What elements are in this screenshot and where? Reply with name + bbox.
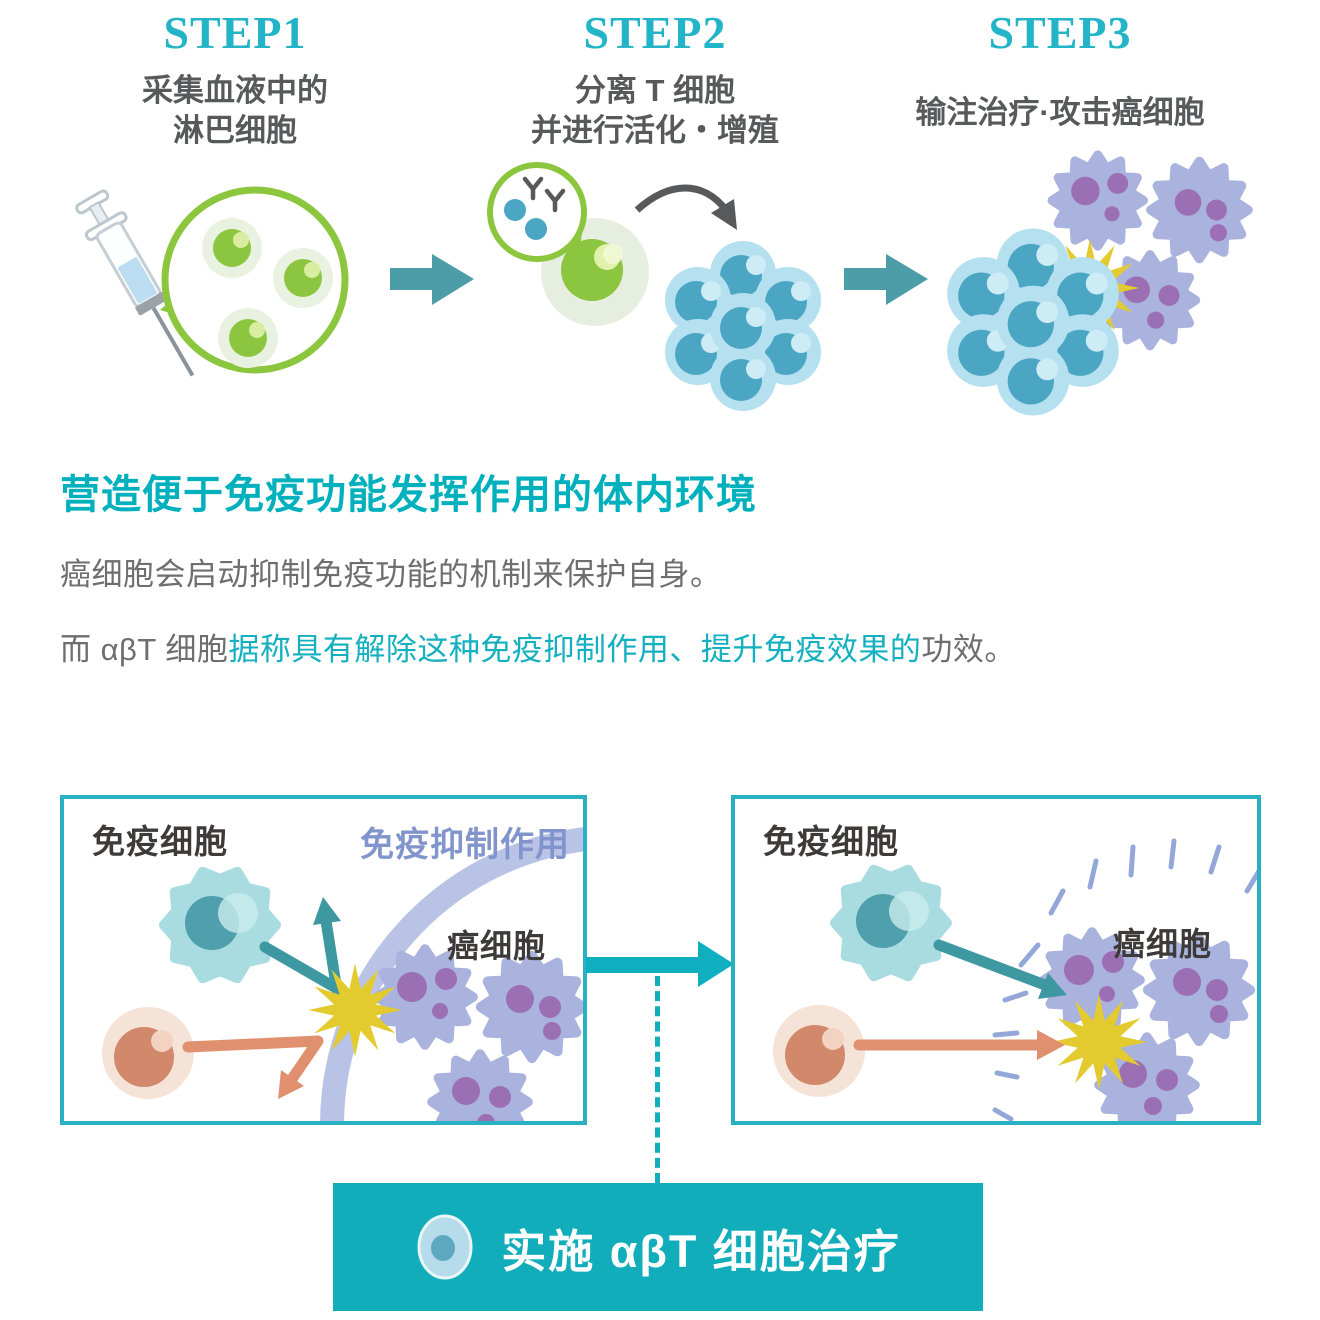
lymphocyte-cell xyxy=(273,248,333,308)
attack-arrow-teal xyxy=(933,939,1067,999)
step3-header: STEP3 输注治疗·攻击癌细胞 xyxy=(850,6,1270,133)
after-cancer-cells-label: 癌细胞 xyxy=(1113,926,1213,962)
immune-cell-orange-icon xyxy=(102,1007,194,1099)
deflected-arrow-teal xyxy=(259,897,343,997)
suppression-label: 免疫抑制作用 xyxy=(360,826,570,864)
after-panel: 免疫细胞 癌细胞 xyxy=(731,795,1261,1125)
lymphocyte-bubble xyxy=(160,186,349,374)
step1-title: STEP1 xyxy=(163,7,307,58)
before-cancer-cells-label: 癌细胞 xyxy=(447,928,547,964)
step2-caption-line1: 分离 T 细胞 xyxy=(574,73,736,108)
step1-caption-line2: 淋巴细胞 xyxy=(173,113,297,148)
syringe-icon xyxy=(75,189,195,377)
before-panel: 免疫细胞 免疫抑制作用 癌细胞 xyxy=(60,795,587,1125)
lymphocyte-cell xyxy=(218,308,278,368)
intro-p2-prefix: 而 αβT 细胞 xyxy=(60,632,229,667)
therapy-banner: 实施 αβT 细胞治疗 xyxy=(333,1183,983,1311)
after-immune-cells-label: 免疫细胞 xyxy=(763,823,899,860)
step3-caption-line1: 输注治疗·攻击癌细胞 xyxy=(915,95,1205,130)
before-to-after-arrow-icon xyxy=(586,941,734,987)
lymphocyte-cell xyxy=(202,218,262,278)
antibody-bubble xyxy=(487,162,587,262)
tcell-cluster-icon xyxy=(665,241,821,411)
banner-cell-icon xyxy=(417,1214,473,1280)
antibody-y-icon xyxy=(522,176,566,213)
suppression-diagram xyxy=(102,827,583,1121)
intro-paragraph-2: 而 αβT 细胞据称具有解除这种免疫抑制作用、提升免疫效果的功效。 xyxy=(60,624,1016,669)
step2-to-step3-arrow-icon xyxy=(844,254,928,305)
step2-header: STEP2 分离 T 细胞 并进行活化・增殖 xyxy=(490,6,820,151)
attack-diagram xyxy=(773,838,1257,1121)
step2-title: STEP2 xyxy=(583,7,727,58)
cancer-cells-icon xyxy=(377,949,583,1121)
flow-dashed-line xyxy=(655,976,660,1183)
attack-arrow-orange xyxy=(853,1030,1065,1060)
step1-to-step2-arrow-icon xyxy=(390,254,474,305)
attack-cancer-illustration xyxy=(915,130,1285,440)
step2-caption: 分离 T 细胞 并进行活化・增殖 xyxy=(490,71,820,151)
broken-barrier-dashes xyxy=(992,838,1257,1121)
step1-caption: 采集血液中的 淋巴细胞 xyxy=(90,71,380,151)
step1-caption-line1: 采集血液中的 xyxy=(142,73,328,108)
proliferation-curved-arrow-icon xyxy=(634,184,737,230)
banner-label: 实施 αβT 细胞治疗 xyxy=(501,1225,901,1277)
immune-cell-teal-icon xyxy=(835,870,947,977)
step3-caption: 输注治疗·攻击癌细胞 xyxy=(850,71,1270,133)
before-immune-cells-label: 免疫细胞 xyxy=(92,823,228,860)
step1-header: STEP1 采集血液中的 淋巴细胞 xyxy=(90,6,380,151)
step3-title: STEP3 xyxy=(988,7,1132,58)
deflected-arrow-orange xyxy=(182,1035,324,1099)
step2-caption-line2: 并进行活化・增殖 xyxy=(531,113,779,148)
section-heading: 营造便于免疫功能发挥作用的体内环境 xyxy=(60,473,757,517)
intro-p2-suffix: 功效。 xyxy=(921,632,1016,667)
tcell-activation-illustration xyxy=(487,162,845,440)
immune-cell-teal-icon xyxy=(164,872,276,979)
immune-cell-orange-icon xyxy=(773,1005,865,1097)
blood-collection-illustration xyxy=(75,186,349,377)
intro-paragraph-1: 癌细胞会启动抑制免疫功能的机制来保护自身。 xyxy=(60,557,722,592)
intro-p2-highlight: 据称具有解除这种免疫抑制作用、提升免疫效果的 xyxy=(228,632,922,667)
